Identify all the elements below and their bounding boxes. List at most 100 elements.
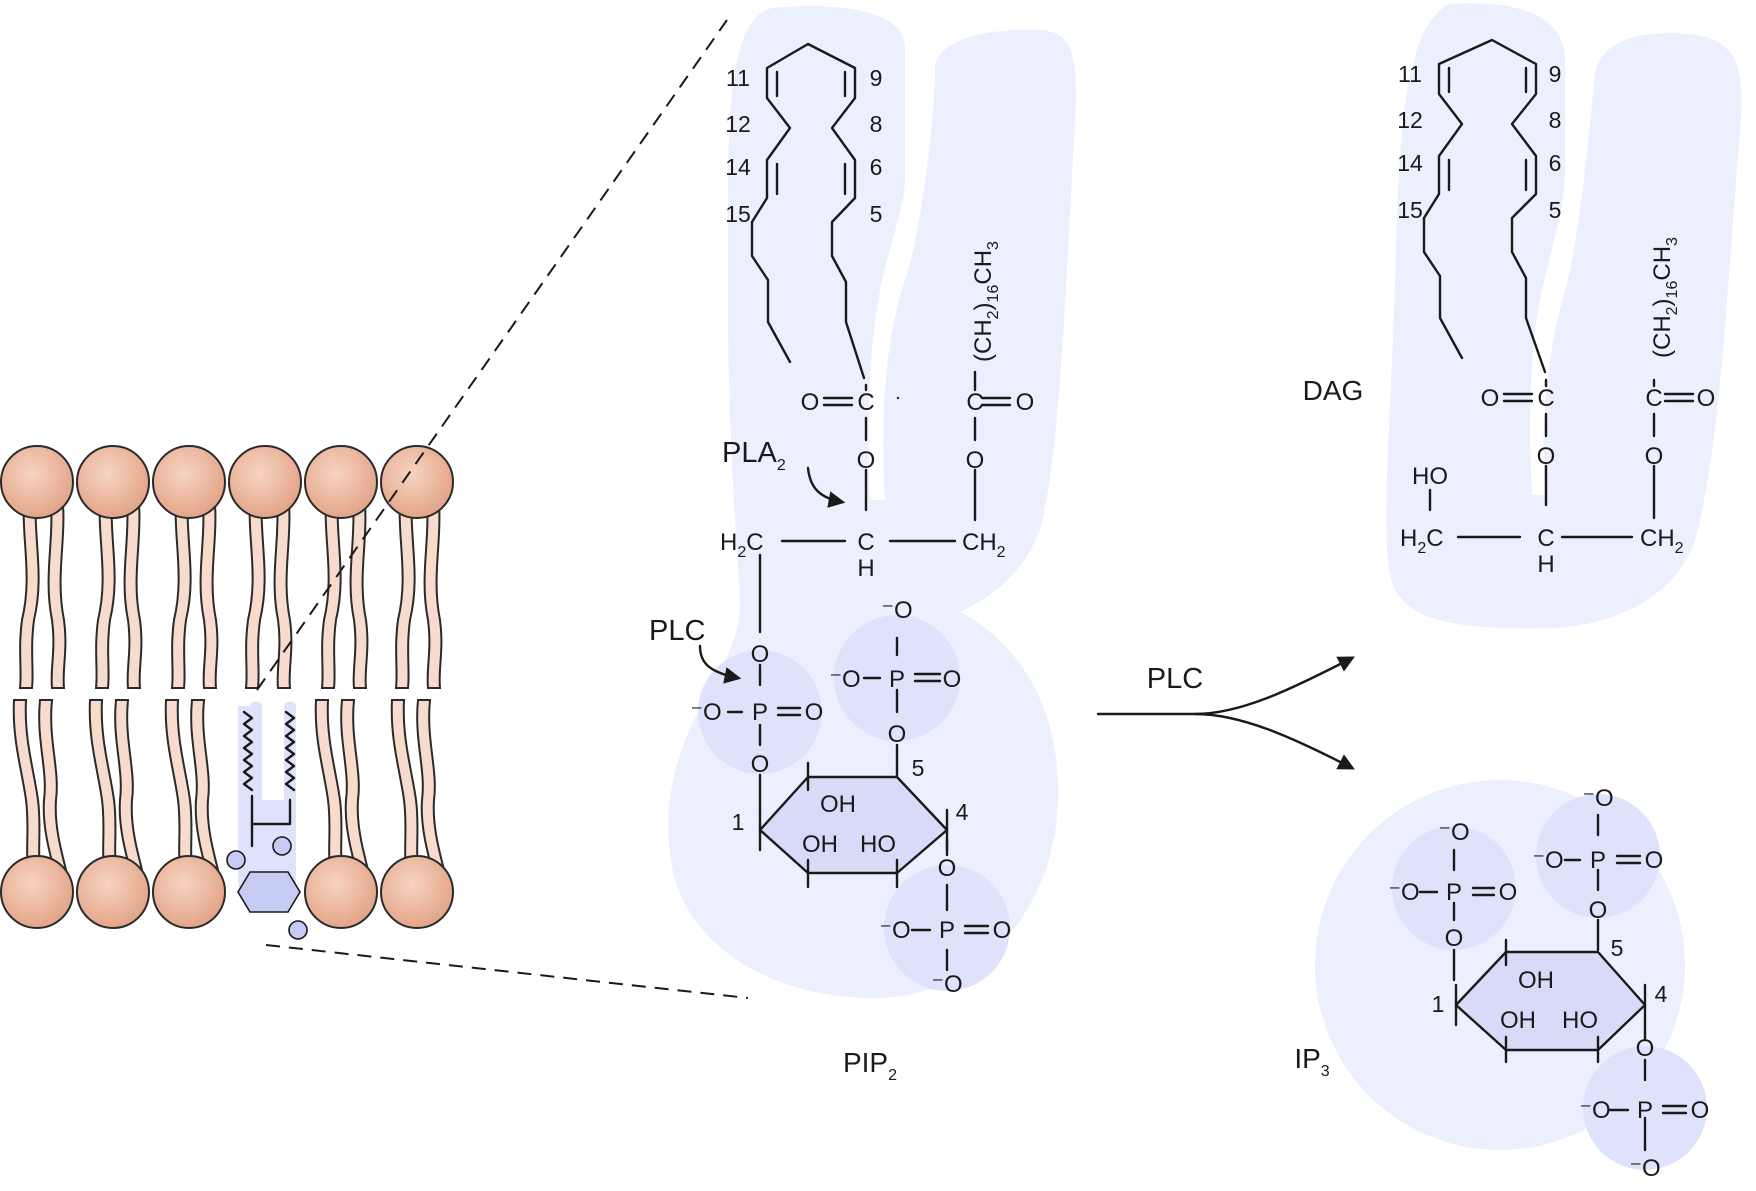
dag-num-12: 12: [1397, 107, 1423, 133]
glycerol-backbone: [758, 539, 957, 634]
phosphate-region-5: [834, 615, 960, 741]
atom-o-minus: ⁻O: [881, 597, 912, 624]
atom-o-minus: ⁻O: [829, 666, 860, 693]
pip2-ch2: CH2: [962, 529, 1006, 561]
plc-reaction-arrow: PLC: [1096, 656, 1355, 770]
dag-label: DAG: [1303, 375, 1364, 406]
chain-num-15: 15: [725, 201, 751, 227]
ip3-label: IP3: [1294, 1043, 1329, 1080]
atom-h: H: [1537, 551, 1554, 578]
atom-o: O: [805, 699, 824, 726]
atom-o: O: [888, 721, 907, 748]
dag-num-11: 11: [1398, 61, 1422, 87]
dag-structure: 11 12 14 15 9 8 6 5 O C O C H C O O HO H…: [1303, 3, 1742, 629]
ring-pos-4: 4: [956, 799, 969, 825]
atom-p: P: [889, 666, 905, 693]
plc-site-text: PLC: [649, 615, 705, 647]
atom-o: O: [1636, 1035, 1655, 1062]
dag-ester-bonds: [1502, 378, 1695, 520]
ip3-atoms: ⁻O P ⁻O O O ⁻O P ⁻O O O O P ⁻O O ⁻O OH O…: [1388, 785, 1709, 1182]
atom-c: C: [857, 529, 874, 556]
plc-reaction-label: PLC: [1147, 663, 1203, 695]
ip3-ring-pos-1: 1: [1432, 991, 1445, 1017]
plc-site-label: PLC: [649, 615, 742, 684]
pla2-arrow: [806, 466, 846, 508]
chain-num-14: 14: [725, 154, 751, 180]
dag-highlight-region: [1386, 3, 1742, 629]
ip3-phosphate-1-bonds: [1418, 848, 1496, 982]
dag-num-5: 5: [1549, 197, 1562, 223]
ip3-ring-ticks: [1454, 938, 1647, 1064]
chain-num-9: 9: [870, 65, 883, 91]
dag-h2c: H2C: [1400, 525, 1444, 557]
atom-o-minus: ⁻O: [1579, 1097, 1610, 1124]
atom-c: C: [1645, 385, 1662, 412]
ip3-phosphate-region-5: [1536, 794, 1660, 918]
chain-num-5: 5: [870, 201, 883, 227]
phosphate-1-bonds: [726, 663, 802, 812]
atom-o: O: [1537, 443, 1556, 470]
ip3-structure: ⁻O P ⁻O O O ⁻O P ⁻O O O O P ⁻O O ⁻O OH O…: [1294, 780, 1709, 1182]
ring-pos-1: 1: [732, 809, 745, 835]
ip3-phosphate-region-1: [1392, 826, 1516, 950]
atom-o: O: [993, 917, 1012, 944]
dag-double-bonds: [1447, 66, 1528, 192]
atom-ho: HO: [860, 831, 896, 858]
dag-chain-numbers: 11 12 14 15 9 8 6 5: [1397, 61, 1561, 223]
upper-leaflet-tails: [18, 481, 443, 689]
dag-num-6: 6: [1549, 150, 1562, 176]
dag-atoms: O C O C H C O O HO H2C CH2 (CH2)16CH3: [1400, 237, 1715, 578]
atom-o: O: [751, 751, 770, 778]
lipid-bilayer: [0, 445, 454, 940]
atom-o: O: [943, 666, 962, 693]
atom-o: O: [966, 447, 985, 474]
atom-c: C: [1537, 525, 1554, 552]
atom-o-minus: ⁻O: [690, 699, 721, 726]
dag-arachidonoyl-chain: [1422, 38, 1547, 374]
atom-ho: HO: [1562, 1007, 1598, 1034]
pip2-chain-numbers: 11 12 14 15 9 8 6 5: [725, 65, 882, 227]
ip3-ring-pos-4: 4: [1655, 981, 1668, 1007]
dag-num-14: 14: [1397, 150, 1423, 176]
atom-o: O: [1445, 925, 1464, 952]
zoom-lines: [256, 19, 749, 999]
dag-num-9: 9: [1549, 61, 1562, 87]
atom-p: P: [1446, 879, 1462, 906]
dag-num-8: 8: [1549, 107, 1562, 133]
atom-o-minus: ⁻O: [1582, 785, 1613, 812]
atom-oh: OH: [1500, 1007, 1536, 1034]
chain-num-12: 12: [725, 111, 751, 137]
ip3-phosphate-4-bonds: [1608, 1058, 1688, 1152]
atom-p: P: [752, 699, 768, 726]
chain-num-8: 8: [870, 111, 883, 137]
atom-o: O: [1481, 385, 1500, 412]
atom-o: O: [1589, 897, 1608, 924]
pip2-stearoyl: (CH2)16CH3: [970, 241, 1002, 362]
atom-o: O: [1645, 443, 1664, 470]
chain-num-6: 6: [870, 154, 883, 180]
atom-o: O: [751, 641, 770, 668]
atom-o: O: [1697, 385, 1716, 412]
pla2-text: PLA2: [722, 437, 786, 474]
arrow-to-ip3: [1193, 712, 1355, 770]
ip3-phosphate-5-bonds: [1563, 813, 1642, 952]
atom-c: C: [1537, 385, 1554, 412]
dag-num-15: 15: [1397, 197, 1423, 223]
dag-stearoyl: (CH2)16CH3: [1649, 237, 1681, 358]
arrow-to-dag: [1096, 656, 1355, 716]
atom-o: O: [938, 855, 957, 882]
ring-pos-5: 5: [912, 755, 925, 781]
atom-ho: HO: [1412, 463, 1448, 490]
pip2-atoms: O C O C H C O O H2C CH2 (CH2)16CH3 O P O…: [690, 241, 1034, 998]
atom-p: P: [939, 917, 955, 944]
atom-oh: OH: [802, 831, 838, 858]
atom-h: H: [857, 555, 874, 582]
atom-p: P: [1637, 1097, 1653, 1124]
ester-bonds: [822, 383, 1012, 522]
pla2-label: PLA2: [722, 437, 846, 508]
atom-c: C: [857, 389, 874, 416]
atom-o-minus: ⁻O: [1438, 819, 1469, 846]
atom-p: P: [1590, 847, 1606, 874]
